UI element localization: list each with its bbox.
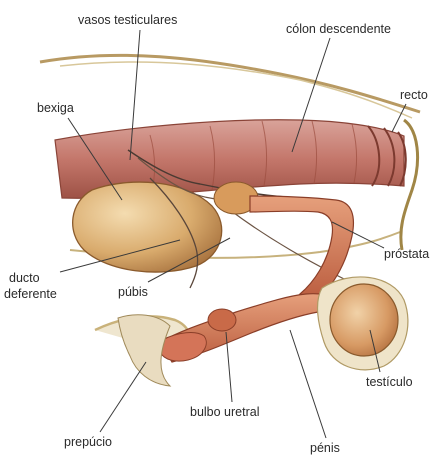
label-testiculo: testículo (366, 375, 413, 389)
membrane-upper (40, 55, 420, 112)
bulbourethral-gland (208, 309, 236, 331)
leader-penis (290, 330, 326, 438)
membrane-upper-2 (60, 62, 412, 118)
label-colon-descendente: cólon descendente (286, 22, 391, 36)
label-bulbo-uretral: bulbo uretral (190, 405, 260, 419)
label-ducto: ducto (9, 271, 40, 285)
label-bexiga: bexiga (37, 101, 74, 115)
leader-recto (392, 104, 406, 132)
label-prepucio: prepúcio (64, 435, 112, 449)
leader-prepucio (100, 362, 146, 432)
prepuce (118, 315, 170, 386)
label-prostata: próstata (384, 247, 429, 261)
label-recto: recto (400, 88, 428, 102)
label-pubis: púbis (118, 285, 148, 299)
label-vasos-testiculares: vasos testiculares (78, 13, 177, 27)
label-deferente: deferente (4, 287, 57, 301)
testis (330, 284, 398, 356)
label-penis: pénis (310, 441, 340, 455)
